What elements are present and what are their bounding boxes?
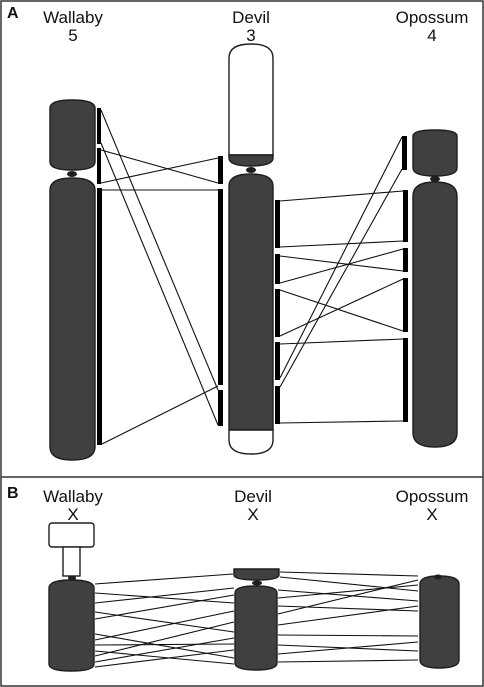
- devil-x-centromere: [252, 580, 262, 586]
- devil-chromosome-x: [233, 568, 280, 671]
- opossum-chromosome-x: [419, 574, 460, 669]
- synteny-link: [277, 579, 419, 615]
- panel-b-opossum-chromosome: X: [426, 505, 437, 524]
- panel-a-synteny-links: [100, 109, 404, 445]
- synteny-block: [218, 189, 223, 385]
- synteny-block: [218, 390, 223, 426]
- panel-a-letter: A: [7, 5, 19, 22]
- devil-3-short-arm: [228, 154, 274, 167]
- opossum-4-long-arm: [412, 181, 458, 448]
- opossum-4-short-arm: [412, 129, 458, 177]
- devil-x-short-arm: [233, 568, 280, 581]
- panel-a-opossum-name: Opossum: [396, 8, 469, 27]
- synteny-block: [275, 289, 280, 337]
- synteny-block: [275, 386, 280, 424]
- synteny-block: [97, 108, 101, 144]
- synteny-link: [279, 255, 404, 272]
- panel-a-synteny-blocks: [97, 108, 408, 445]
- synteny-link: [277, 659, 419, 663]
- devil-3-centromere: [246, 167, 256, 173]
- synteny-block: [403, 278, 408, 332]
- synteny-link: [279, 338, 404, 345]
- synteny-link: [279, 571, 419, 577]
- synteny-link: [279, 248, 404, 284]
- synteny-link: [279, 136, 403, 379]
- wallaby-x-heterochromatin-top: [48, 522, 95, 548]
- synteny-link: [277, 641, 419, 655]
- synteny-link: [277, 589, 419, 602]
- wallaby-5-long-arm: [49, 177, 96, 461]
- synteny-link: [100, 109, 219, 391]
- synteny-link: [94, 649, 235, 668]
- synteny-link: [94, 573, 234, 585]
- devil-chromosome-3: [228, 43, 274, 455]
- panel-b-letter: B: [7, 485, 19, 502]
- synteny-link: [94, 643, 235, 646]
- wallaby-chromosome-5: [49, 99, 96, 461]
- panel-b-wallaby-chromosome: X: [67, 505, 78, 524]
- wallaby-5-short-arm: [49, 99, 96, 171]
- panel-b-devil-name: Devil: [234, 487, 272, 506]
- synteny-block: [403, 338, 408, 422]
- synteny-link: [94, 610, 235, 641]
- synteny-link: [279, 190, 404, 202]
- synteny-link: [277, 605, 419, 612]
- wallaby-5-centromere: [67, 171, 77, 177]
- synteny-link: [94, 650, 235, 665]
- synteny-block: [97, 148, 101, 184]
- synteny-block: [97, 188, 102, 445]
- synteny-link: [279, 576, 419, 592]
- devil-3-long-arm: [228, 173, 274, 431]
- panel-a-devil-chromosome: 3: [246, 26, 255, 45]
- synteny-block: [403, 190, 408, 242]
- opossum-4-centromere: [430, 176, 440, 182]
- synteny-link: [279, 420, 404, 424]
- synteny-block: [275, 342, 280, 380]
- synteny-link: [277, 634, 419, 637]
- panel-b-opossum-name: Opossum: [396, 487, 469, 506]
- devil-3-heterochromatin-top: [228, 43, 274, 156]
- synteny-link: [279, 278, 404, 337]
- synteny-link: [277, 584, 419, 599]
- panel-b-devil-chromosome: X: [247, 505, 258, 524]
- panel-a-opossum-chromosome: 4: [427, 26, 436, 45]
- panel-a-devil-name: Devil: [232, 8, 270, 27]
- synteny-block: [275, 254, 280, 284]
- synteny-link: [94, 633, 235, 659]
- synteny-block: [402, 136, 407, 170]
- synteny-link: [100, 142, 219, 426]
- opossum-x-centromere: [434, 574, 442, 580]
- panel-b-synteny-links: [94, 571, 419, 668]
- wallaby-chromosome-x: [48, 522, 95, 672]
- synteny-link: [100, 157, 219, 184]
- synteny-link: [279, 240, 404, 248]
- synteny-block: [403, 248, 408, 272]
- opossum-chromosome-4: [412, 129, 458, 448]
- panel-a-wallaby-chromosome: 5: [68, 26, 77, 45]
- synteny-link: [279, 289, 404, 332]
- synteny-link: [101, 385, 219, 445]
- synteny-block: [218, 156, 223, 184]
- synteny-link: [94, 592, 235, 604]
- panel-b-wallaby-name: Wallaby: [43, 487, 103, 506]
- synteny-link: [94, 594, 235, 620]
- synteny-link: [100, 149, 219, 184]
- devil-3-heterochromatin-bottom: [228, 429, 274, 455]
- synteny-link: [279, 168, 403, 388]
- devil-x-long-arm: [234, 585, 278, 671]
- synteny-block: [275, 200, 280, 248]
- opossum-x-chromosome: [419, 575, 460, 669]
- synteny-link: [94, 621, 235, 657]
- synteny-link: [94, 637, 235, 663]
- wallaby-x-centromere: [68, 575, 76, 581]
- wallaby-x-stalk: [62, 546, 81, 577]
- wallaby-x-long-arm: [48, 579, 95, 672]
- synteny-link: [277, 605, 419, 626]
- panel-a-wallaby-name: Wallaby: [43, 8, 103, 27]
- synteny-link: [94, 587, 235, 604]
